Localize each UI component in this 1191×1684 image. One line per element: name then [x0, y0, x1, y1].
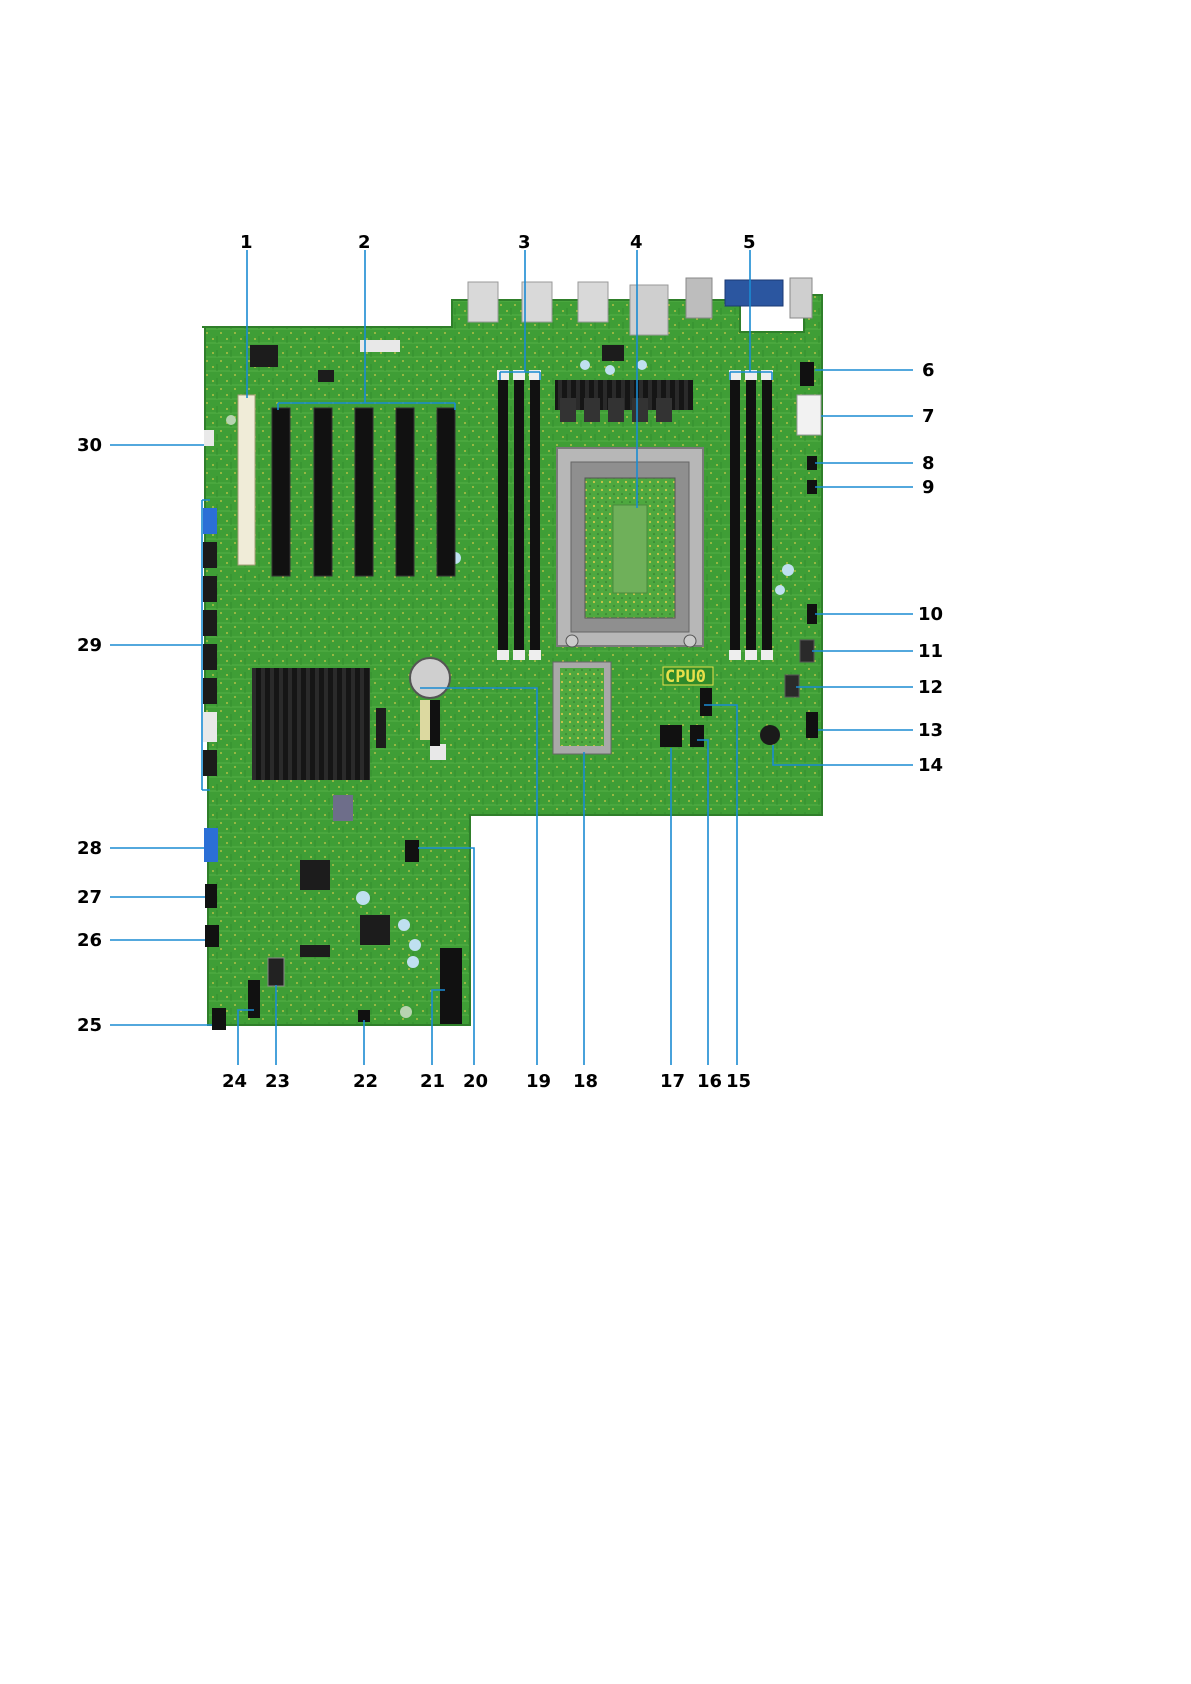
callout-30: 30: [77, 435, 102, 456]
callout-27: 27: [77, 887, 102, 908]
callout-4: 4: [630, 232, 643, 253]
callout-24: 24: [222, 1071, 247, 1092]
power-connector-7: [797, 395, 821, 435]
callout-12: 12: [918, 677, 943, 698]
callout-13: 13: [918, 720, 943, 741]
callout-9: 9: [922, 477, 935, 498]
callout-28: 28: [77, 838, 102, 859]
callout-17: 17: [660, 1071, 685, 1092]
callout-1: 1: [240, 232, 253, 253]
header-6: [800, 362, 814, 386]
header-15: [700, 688, 712, 716]
connector-30: [204, 430, 214, 446]
header-27: [205, 884, 217, 908]
chipset-heatsink: [252, 668, 370, 780]
callout-14: 14: [918, 755, 943, 776]
usb-23: [268, 958, 284, 986]
callout-2: 2: [358, 232, 371, 253]
callout-11: 11: [918, 641, 943, 662]
usb-header-28: [204, 828, 218, 862]
callout-23: 23: [265, 1071, 290, 1092]
sata-12: [785, 675, 799, 697]
callout-3: 3: [518, 232, 531, 253]
callout-25: 25: [77, 1015, 102, 1036]
callout-5: 5: [743, 232, 756, 253]
header-16: [690, 725, 704, 747]
buzzer-14: [760, 725, 780, 745]
callout-18: 18: [573, 1071, 598, 1092]
dimm-slots-left: [497, 370, 541, 660]
callout-20: 20: [463, 1071, 488, 1092]
callout-6: 6: [922, 360, 935, 381]
callout-16: 16: [697, 1071, 722, 1092]
callout-29: 29: [77, 635, 102, 656]
callout-21: 21: [420, 1071, 445, 1092]
pci-slot: [238, 395, 255, 565]
callout-26: 26: [77, 930, 102, 951]
header-17: [660, 725, 682, 747]
nvme-connector: [553, 662, 611, 754]
sata-11: [800, 640, 814, 662]
callout-8: 8: [922, 453, 935, 474]
callout-10: 10: [918, 604, 943, 625]
header-25: [212, 1008, 226, 1030]
header-26: [205, 925, 219, 947]
callout-15: 15: [726, 1071, 751, 1092]
callout-7: 7: [922, 406, 935, 427]
callout-19: 19: [526, 1071, 551, 1092]
cpu-label: CPU0: [665, 667, 706, 687]
dimm-slots-right: [729, 370, 773, 660]
header-24: [248, 980, 260, 1018]
cpu-socket: [557, 448, 703, 647]
atx-power-21: [440, 948, 462, 1024]
header-13: [806, 712, 818, 738]
header-20: [405, 840, 419, 862]
coin-battery: [410, 658, 450, 698]
callout-22: 22: [353, 1071, 378, 1092]
battery-header: [430, 700, 440, 746]
